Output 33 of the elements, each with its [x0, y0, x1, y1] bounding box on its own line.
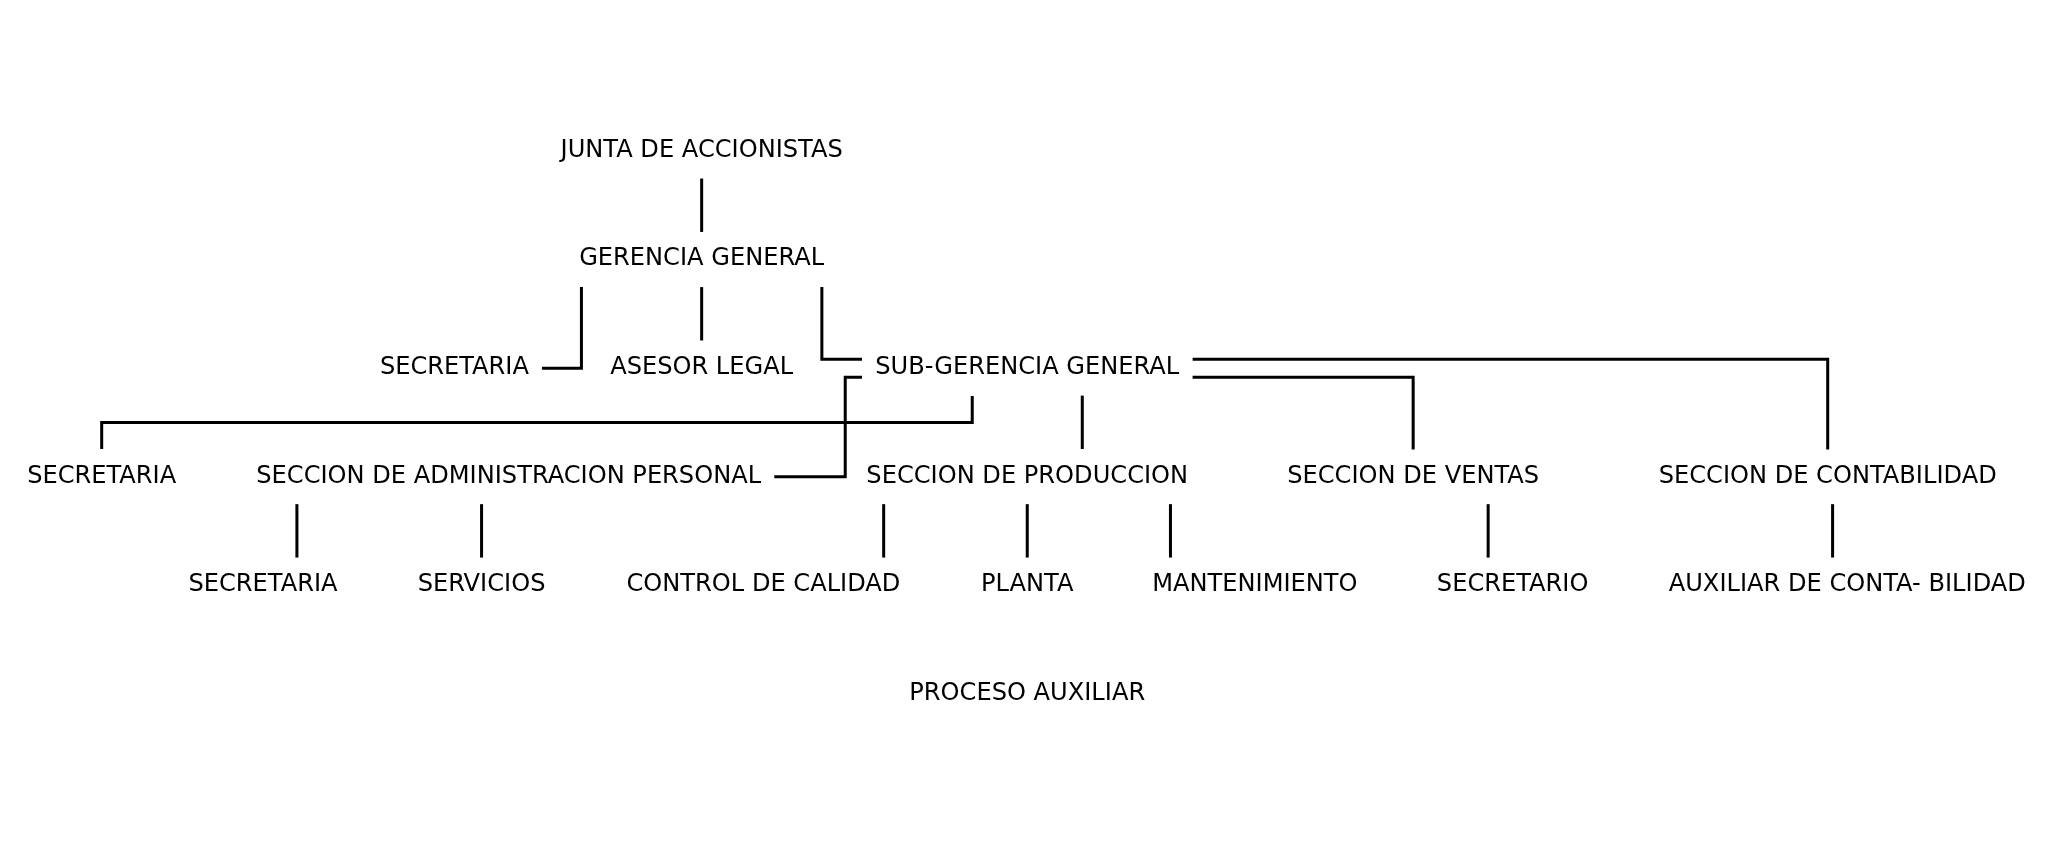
connector — [1192, 375, 1415, 450]
connector — [774, 375, 862, 479]
connector — [541, 287, 583, 370]
node-text: AUXILIAR DE CONTA- BILIDAD — [1668, 569, 2026, 598]
node-text: SECRETARIA — [188, 569, 338, 598]
connector — [1192, 357, 1830, 450]
connector — [700, 287, 704, 341]
node-text: PLANTA — [981, 569, 1074, 598]
node-text: JUNTA DE ACCIONISTAS — [560, 134, 843, 163]
connector — [1168, 504, 1172, 558]
connector — [700, 178, 704, 232]
node-text: MANTENIMIENTO — [1152, 569, 1358, 598]
node-text: GERENCIA GENERAL — [579, 243, 825, 272]
connector — [1025, 504, 1029, 558]
connector — [1486, 504, 1490, 558]
connector — [882, 504, 886, 558]
node-text: CONTROL DE CALIDAD — [626, 569, 901, 598]
node-text: SECRETARIO — [1436, 569, 1589, 598]
node-text: PROCESO AUXILIAR — [909, 677, 1146, 706]
connector — [295, 504, 299, 558]
connector — [1080, 395, 1084, 449]
node-text: ASESOR LEGAL — [610, 351, 794, 380]
node-text: SECRETARIA — [379, 351, 529, 380]
connector — [820, 286, 862, 361]
node-text: SERVICIOS — [417, 569, 546, 598]
node-text: SECCION DE CONTABILIDAD — [1658, 460, 1997, 489]
node-text: SECCION DE PRODUCCION — [866, 460, 1189, 489]
connector — [1831, 504, 1835, 558]
node-text: SECCION DE ADMINISTRACION PERSONAL — [256, 460, 762, 489]
connector — [480, 504, 484, 558]
node-text: SECRETARIA — [27, 460, 177, 489]
node-text: SUB-GERENCIA GENERAL — [875, 351, 1180, 380]
node-text: SECCION DE VENTAS — [1287, 460, 1540, 489]
